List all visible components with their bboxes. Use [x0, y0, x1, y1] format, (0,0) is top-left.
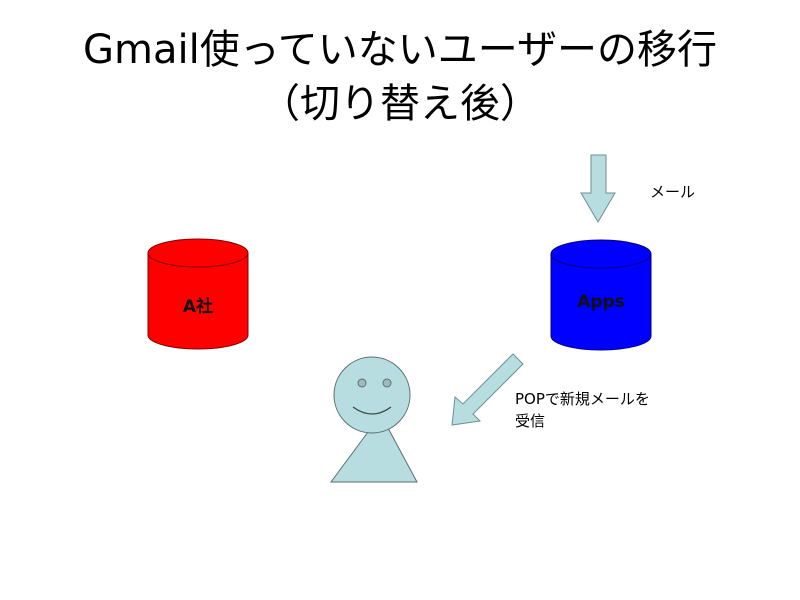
company-database-icon: [147, 238, 249, 350]
incoming-mail-arrow-icon: [580, 154, 616, 223]
slide-subtitle: （切り替え後）: [260, 81, 540, 127]
company-database-label: A社: [182, 297, 214, 317]
pop-receive-label-line2: 受信: [515, 412, 546, 430]
pop-receive-arrow-icon: [451, 353, 524, 426]
user-figure-icon: [330, 356, 418, 483]
pop-receive-label-line1: POPで新規メールを: [515, 390, 650, 408]
apps-database-label: Apps: [577, 292, 625, 312]
apps-database-icon: [550, 239, 652, 351]
slide-title: Gmail使っていないユーザーの移行: [83, 27, 717, 73]
incoming-mail-label: メール: [650, 183, 696, 201]
